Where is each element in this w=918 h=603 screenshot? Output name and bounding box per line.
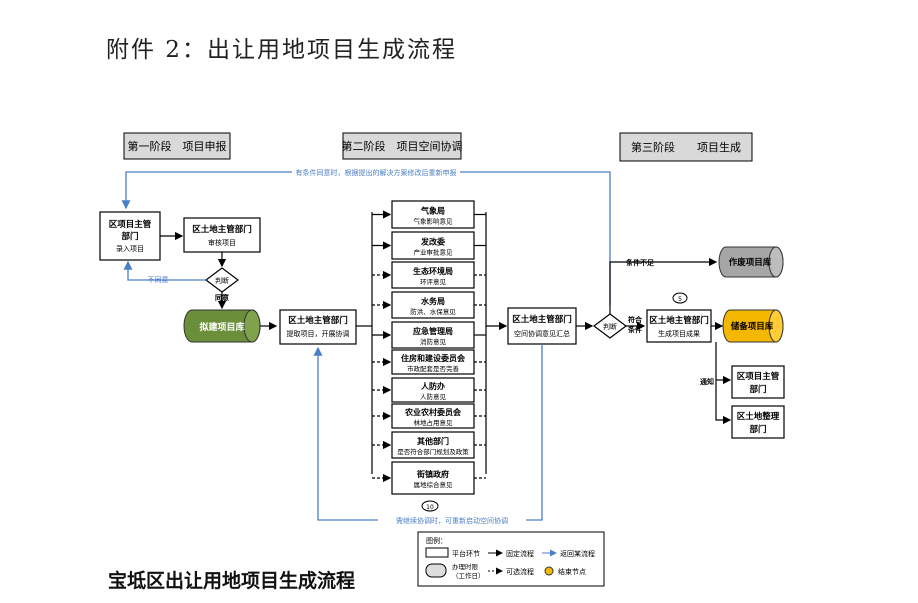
department-sub: 属地综合意见 bbox=[414, 480, 454, 489]
svg-text:区项目主管: 区项目主管 bbox=[737, 371, 780, 382]
svg-text:审核项目: 审核项目 bbox=[208, 238, 236, 247]
department-title: 农业农村委员会 bbox=[404, 407, 461, 417]
svg-text:提取项目，开展协调: 提取项目，开展协调 bbox=[287, 329, 350, 338]
cond-ok-label: 符合 bbox=[628, 315, 643, 324]
proposed-project-db: 拟建项目库 bbox=[183, 309, 261, 343]
node-land-review: 区土地主管部门 审核项目 bbox=[183, 217, 261, 253]
department-box bbox=[391, 231, 475, 260]
waste-project-db: 作废项目库 bbox=[718, 246, 784, 278]
svg-text:条件: 条件 bbox=[627, 325, 642, 334]
department-title: 生态环境局 bbox=[413, 266, 453, 276]
department-title: 人防办 bbox=[421, 381, 445, 391]
svg-text:区土地主管部门: 区土地主管部门 bbox=[649, 315, 709, 326]
department-box bbox=[391, 349, 475, 375]
return-loop-bottom: 10 需继续协调时，可重新启动空间协调 bbox=[313, 344, 543, 526]
stage-3-header: 第三阶段 项目生成 bbox=[619, 132, 753, 162]
department-box bbox=[391, 431, 475, 459]
svg-text:区土地整理: 区土地整理 bbox=[737, 411, 780, 422]
cond-not-label: 条件不足 bbox=[625, 258, 655, 267]
svg-text:生成项目成果: 生成项目成果 bbox=[658, 329, 700, 338]
svg-text:可选流程: 可选流程 bbox=[506, 567, 534, 576]
disagree-label: 不同意 bbox=[148, 275, 169, 284]
svg-text:部门: 部门 bbox=[121, 231, 138, 242]
svg-text:图例：: 图例： bbox=[426, 536, 447, 545]
svg-text:第一阶段 项目申报: 第一阶段 项目申报 bbox=[128, 139, 227, 153]
decision-2: 判断 bbox=[593, 313, 627, 339]
node-land-summary: 区土地主管部门 空间协调意见汇总 bbox=[507, 307, 577, 345]
department-title: 应急管理局 bbox=[413, 326, 453, 336]
node-district-main: 区项目主管 部门 录入项目 bbox=[99, 211, 161, 261]
svg-text:办理时限: 办理时限 bbox=[452, 562, 479, 571]
svg-text:第三阶段 项目生成: 第三阶段 项目生成 bbox=[631, 140, 741, 154]
svg-text:区土地主管部门: 区土地主管部门 bbox=[288, 315, 348, 326]
department-title: 住房和建设委员会 bbox=[401, 353, 465, 363]
node-title: 区项目主管 bbox=[109, 219, 152, 230]
page-title: 附件 2：出让用地项目生成流程 bbox=[106, 37, 457, 63]
svg-text:判断: 判断 bbox=[215, 276, 229, 285]
svg-text:5: 5 bbox=[678, 296, 682, 303]
department-box bbox=[391, 200, 475, 229]
department-title: 发改委 bbox=[420, 237, 446, 247]
department-sub: 消防意见 bbox=[420, 337, 447, 346]
department-sub: 防洪、水保意见 bbox=[410, 307, 456, 316]
decision-1: 判断 bbox=[205, 267, 239, 293]
svg-text:储备项目库: 储备项目库 bbox=[730, 321, 774, 332]
department-box bbox=[391, 261, 475, 289]
svg-text:区土地主管部门: 区土地主管部门 bbox=[192, 224, 252, 235]
svg-text:作废项目库: 作废项目库 bbox=[729, 257, 772, 268]
department-sub: 人防意见 bbox=[420, 392, 447, 401]
department-box bbox=[391, 321, 475, 349]
department-box bbox=[391, 291, 475, 319]
svg-text:（工作日）: （工作日） bbox=[452, 571, 485, 580]
svg-text:返回某流程: 返回某流程 bbox=[560, 549, 595, 558]
department-title: 气象局 bbox=[420, 206, 445, 216]
svg-text:平台环节: 平台环节 bbox=[452, 549, 480, 558]
department-sub: 市政配套是否完善 bbox=[407, 364, 460, 373]
stage-2-header: 第二阶段 项目空间协调 bbox=[342, 132, 463, 160]
department-title: 街镇政府 bbox=[416, 469, 449, 479]
svg-text:判断: 判断 bbox=[603, 322, 617, 331]
department-sub: 气象影响意见 bbox=[414, 217, 454, 226]
department-title: 水务局 bbox=[420, 296, 445, 306]
svg-text:空间协调意见汇总: 空间协调意见汇总 bbox=[514, 329, 570, 338]
node-land-coord: 区土地主管部门 提取项目，开展协调 bbox=[279, 309, 357, 345]
svg-text:拟建项目库: 拟建项目库 bbox=[199, 321, 244, 333]
caption: 宝坻区出让用地项目生成流程 bbox=[108, 570, 356, 592]
stage-1-header: 第一阶段 项目申报 bbox=[123, 132, 231, 160]
node-notify-land: 区土地整理 部门 bbox=[731, 405, 785, 439]
return-loop-top: 有条件同意时，根据提出的解决方案修改后重新申报 bbox=[121, 166, 611, 305]
legend: 图例： 平台环节 固定流程 返回某流程 办理时限 （工作日） 可选流程 结束节点 bbox=[417, 531, 605, 587]
department-sub: 是否符合部门规划及政策 bbox=[397, 447, 469, 456]
svg-text:10: 10 bbox=[426, 504, 434, 511]
svg-text:第二阶段 项目空间协调: 第二阶段 项目空间协调 bbox=[342, 139, 463, 153]
svg-text:固定流程: 固定流程 bbox=[506, 549, 534, 558]
reserve-project-db: 储备项目库 bbox=[722, 309, 784, 343]
svg-text:部门: 部门 bbox=[749, 424, 766, 435]
department-box bbox=[391, 377, 475, 403]
department-sub: 产业审批意见 bbox=[414, 248, 454, 257]
agree-label: 同意 bbox=[215, 293, 229, 302]
svg-text:录入项目: 录入项目 bbox=[116, 245, 144, 253]
department-box bbox=[391, 461, 475, 495]
notify-label: 通知 bbox=[700, 377, 714, 386]
department-sub: 林地占用意见 bbox=[414, 418, 454, 427]
department-box bbox=[391, 403, 475, 429]
svg-text:部门: 部门 bbox=[749, 384, 766, 395]
svg-text:区土地主管部门: 区土地主管部门 bbox=[512, 314, 572, 325]
node-notify-main: 区项目主管 部门 bbox=[731, 365, 785, 399]
department-sub: 环评意见 bbox=[420, 277, 447, 286]
department-list: 气象局气象影响意见发改委产业审批意见生态环境局环评意见水务局防洪、水保意见应急管… bbox=[372, 200, 486, 495]
svg-text:结束节点: 结束节点 bbox=[558, 567, 586, 576]
svg-text:需继续协调时，可重新启动空间协调: 需继续协调时，可重新启动空间协调 bbox=[396, 516, 508, 525]
svg-text:有条件同意时，根据提出的解决方案修改后重新申报: 有条件同意时，根据提出的解决方案修改后重新申报 bbox=[296, 168, 457, 177]
node-land-result: 5 区土地主管部门 生成项目成果 bbox=[646, 292, 712, 343]
department-title: 其他部门 bbox=[417, 436, 449, 446]
